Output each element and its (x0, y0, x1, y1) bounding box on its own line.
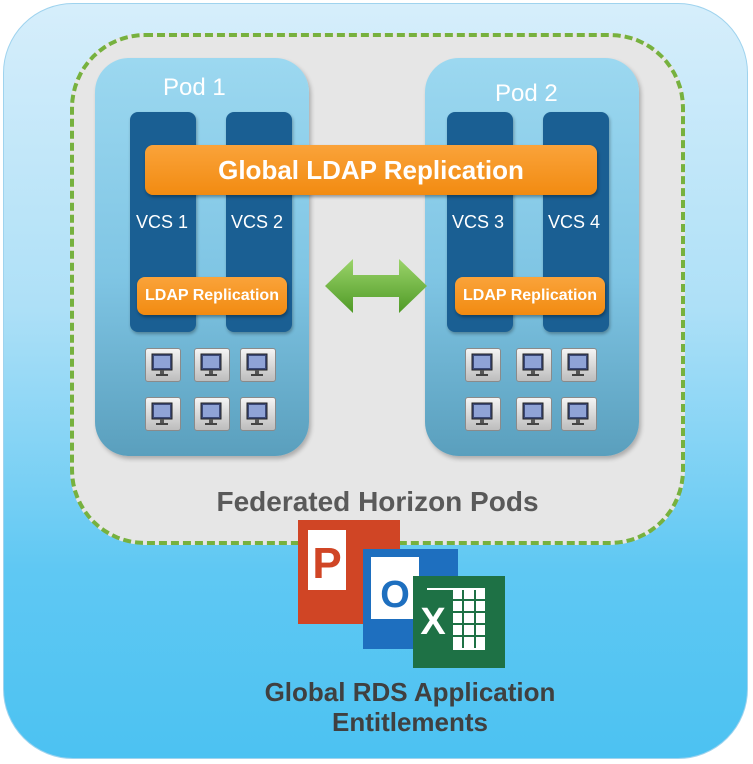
vcs-1-label: VCS 1 (136, 212, 189, 232)
desktop-icon (145, 397, 181, 431)
desktop-icon (465, 397, 501, 431)
double-arrow-icon (325, 259, 427, 313)
vcs-4-label: VCS 4 (548, 212, 601, 232)
desktop-icon (516, 348, 552, 382)
desktop-icon (145, 348, 181, 382)
desktop-icon (465, 348, 501, 382)
global-rds-entitlements-label: Global RDS Application Entitlements (200, 677, 620, 737)
desktop-icon (194, 397, 230, 431)
desktop-icon (561, 397, 597, 431)
powerpoint-letter: P (312, 539, 341, 588)
desktop-icon (561, 348, 597, 382)
pod-2-ldap-replication: LDAP Replication (455, 277, 605, 315)
pod-1-title: Pod 1 (163, 74, 226, 101)
desktop-icon (240, 397, 276, 431)
vcs-3-label: VCS 3 (452, 212, 505, 232)
rds-label-line-2: Entitlements (331, 707, 489, 737)
excel-letter: X (420, 601, 446, 643)
excel-icon: X (413, 576, 505, 668)
desktop-icon (240, 348, 276, 382)
pod-2-title: Pod 2 (495, 80, 558, 107)
pod-1-ldap-replication: LDAP Replication (137, 277, 287, 315)
vcs-2-label: VCS 2 (231, 212, 284, 232)
desktop-icon (516, 397, 552, 431)
desktop-icon (194, 348, 230, 382)
global-ldap-replication-bar: Global LDAP Replication (145, 145, 597, 195)
outlook-letter: O (380, 574, 410, 616)
federated-horizon-pods-label: Federated Horizon Pods (216, 486, 539, 517)
rds-label-line-1: Global RDS Application (264, 677, 556, 707)
